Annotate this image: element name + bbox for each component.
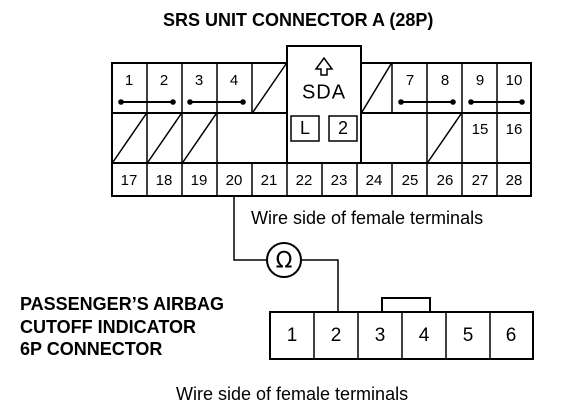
- b-pin-2: 2: [331, 325, 342, 346]
- pin-21: 21: [261, 172, 278, 189]
- up-arrow-icon: [314, 56, 334, 76]
- pin-16: 16: [506, 121, 523, 138]
- b-pin-1: 1: [287, 325, 298, 346]
- connector-b-lock-tab: [381, 297, 431, 313]
- blank-cell-hatch: [252, 63, 287, 113]
- pin-15: 15: [472, 121, 489, 138]
- probe-lead-a: [233, 196, 266, 261]
- pin-27: 27: [472, 172, 489, 189]
- pin-22: 22: [296, 172, 313, 189]
- connector-b-title-line3: 6P CONNECTOR: [20, 339, 162, 359]
- ohmmeter-icon: [266, 242, 302, 278]
- row2-left-cells: [112, 113, 218, 163]
- pin-26: 26: [437, 172, 454, 189]
- row1-left-cells: 1 2 3 4: [118, 63, 287, 113]
- box-l: [290, 115, 320, 142]
- pin-9: 9: [476, 72, 484, 89]
- connector-a: 1 2 3 4 7 8 9: [111, 45, 532, 197]
- box-2: [328, 115, 358, 142]
- short-bar-9-10: [468, 99, 525, 105]
- row3-cells: 17 18 19 20 21 22 23 24 25 26 27 28: [121, 163, 523, 196]
- blank-cell-hatch: [427, 113, 462, 163]
- connector-b-title-line2: CUTOFF INDICATOR: [20, 317, 196, 337]
- short-bar-1-2: [118, 99, 176, 105]
- connector-a-title: SRS UNIT CONNECTOR A (28P): [163, 10, 433, 30]
- pin-10: 10: [506, 72, 523, 89]
- connector-a-wire-side: Wire side of female terminals: [251, 208, 483, 228]
- probe-lead-b: [302, 259, 339, 312]
- box-2-label: 2: [338, 118, 348, 138]
- pin-20: 20: [226, 172, 243, 189]
- short-bar-7-8: [398, 99, 456, 105]
- pin-23: 23: [331, 172, 348, 189]
- sda-center: SDA L 2: [290, 56, 358, 142]
- pin-2: 2: [160, 72, 168, 89]
- pin-4: 4: [230, 72, 238, 89]
- row1-right-cells: 7 8 9 10: [361, 63, 525, 113]
- pin-17: 17: [121, 172, 138, 189]
- box-l-label: L: [300, 118, 310, 138]
- connector-b-wire-side: Wire side of female terminals: [176, 384, 408, 404]
- short-bar-3-4: [187, 99, 246, 105]
- pin-7: 7: [406, 72, 414, 89]
- pin-18: 18: [156, 172, 173, 189]
- pin-28: 28: [506, 172, 523, 189]
- pin-19: 19: [191, 172, 208, 189]
- ohmmeter: Ω: [233, 196, 339, 312]
- blank-cell-hatch: [361, 63, 392, 113]
- pin-1: 1: [125, 72, 133, 89]
- b-pin-4: 4: [419, 325, 430, 346]
- pin-3: 3: [195, 72, 203, 89]
- connector-b-title-line1: PASSENGER’S AIRBAG: [20, 294, 224, 314]
- row2-right-cells: 15 16: [426, 113, 523, 163]
- b-pin-5: 5: [463, 325, 474, 346]
- b-pin-6: 6: [506, 325, 517, 346]
- connector-b: 1 2 3 4 5 6: [269, 297, 534, 360]
- b-pin-3: 3: [375, 325, 386, 346]
- pin-24: 24: [366, 172, 383, 189]
- sda-label: SDA: [302, 81, 346, 103]
- pin-25: 25: [402, 172, 419, 189]
- pin-8: 8: [441, 72, 449, 89]
- ohm-symbol: Ω: [276, 249, 293, 274]
